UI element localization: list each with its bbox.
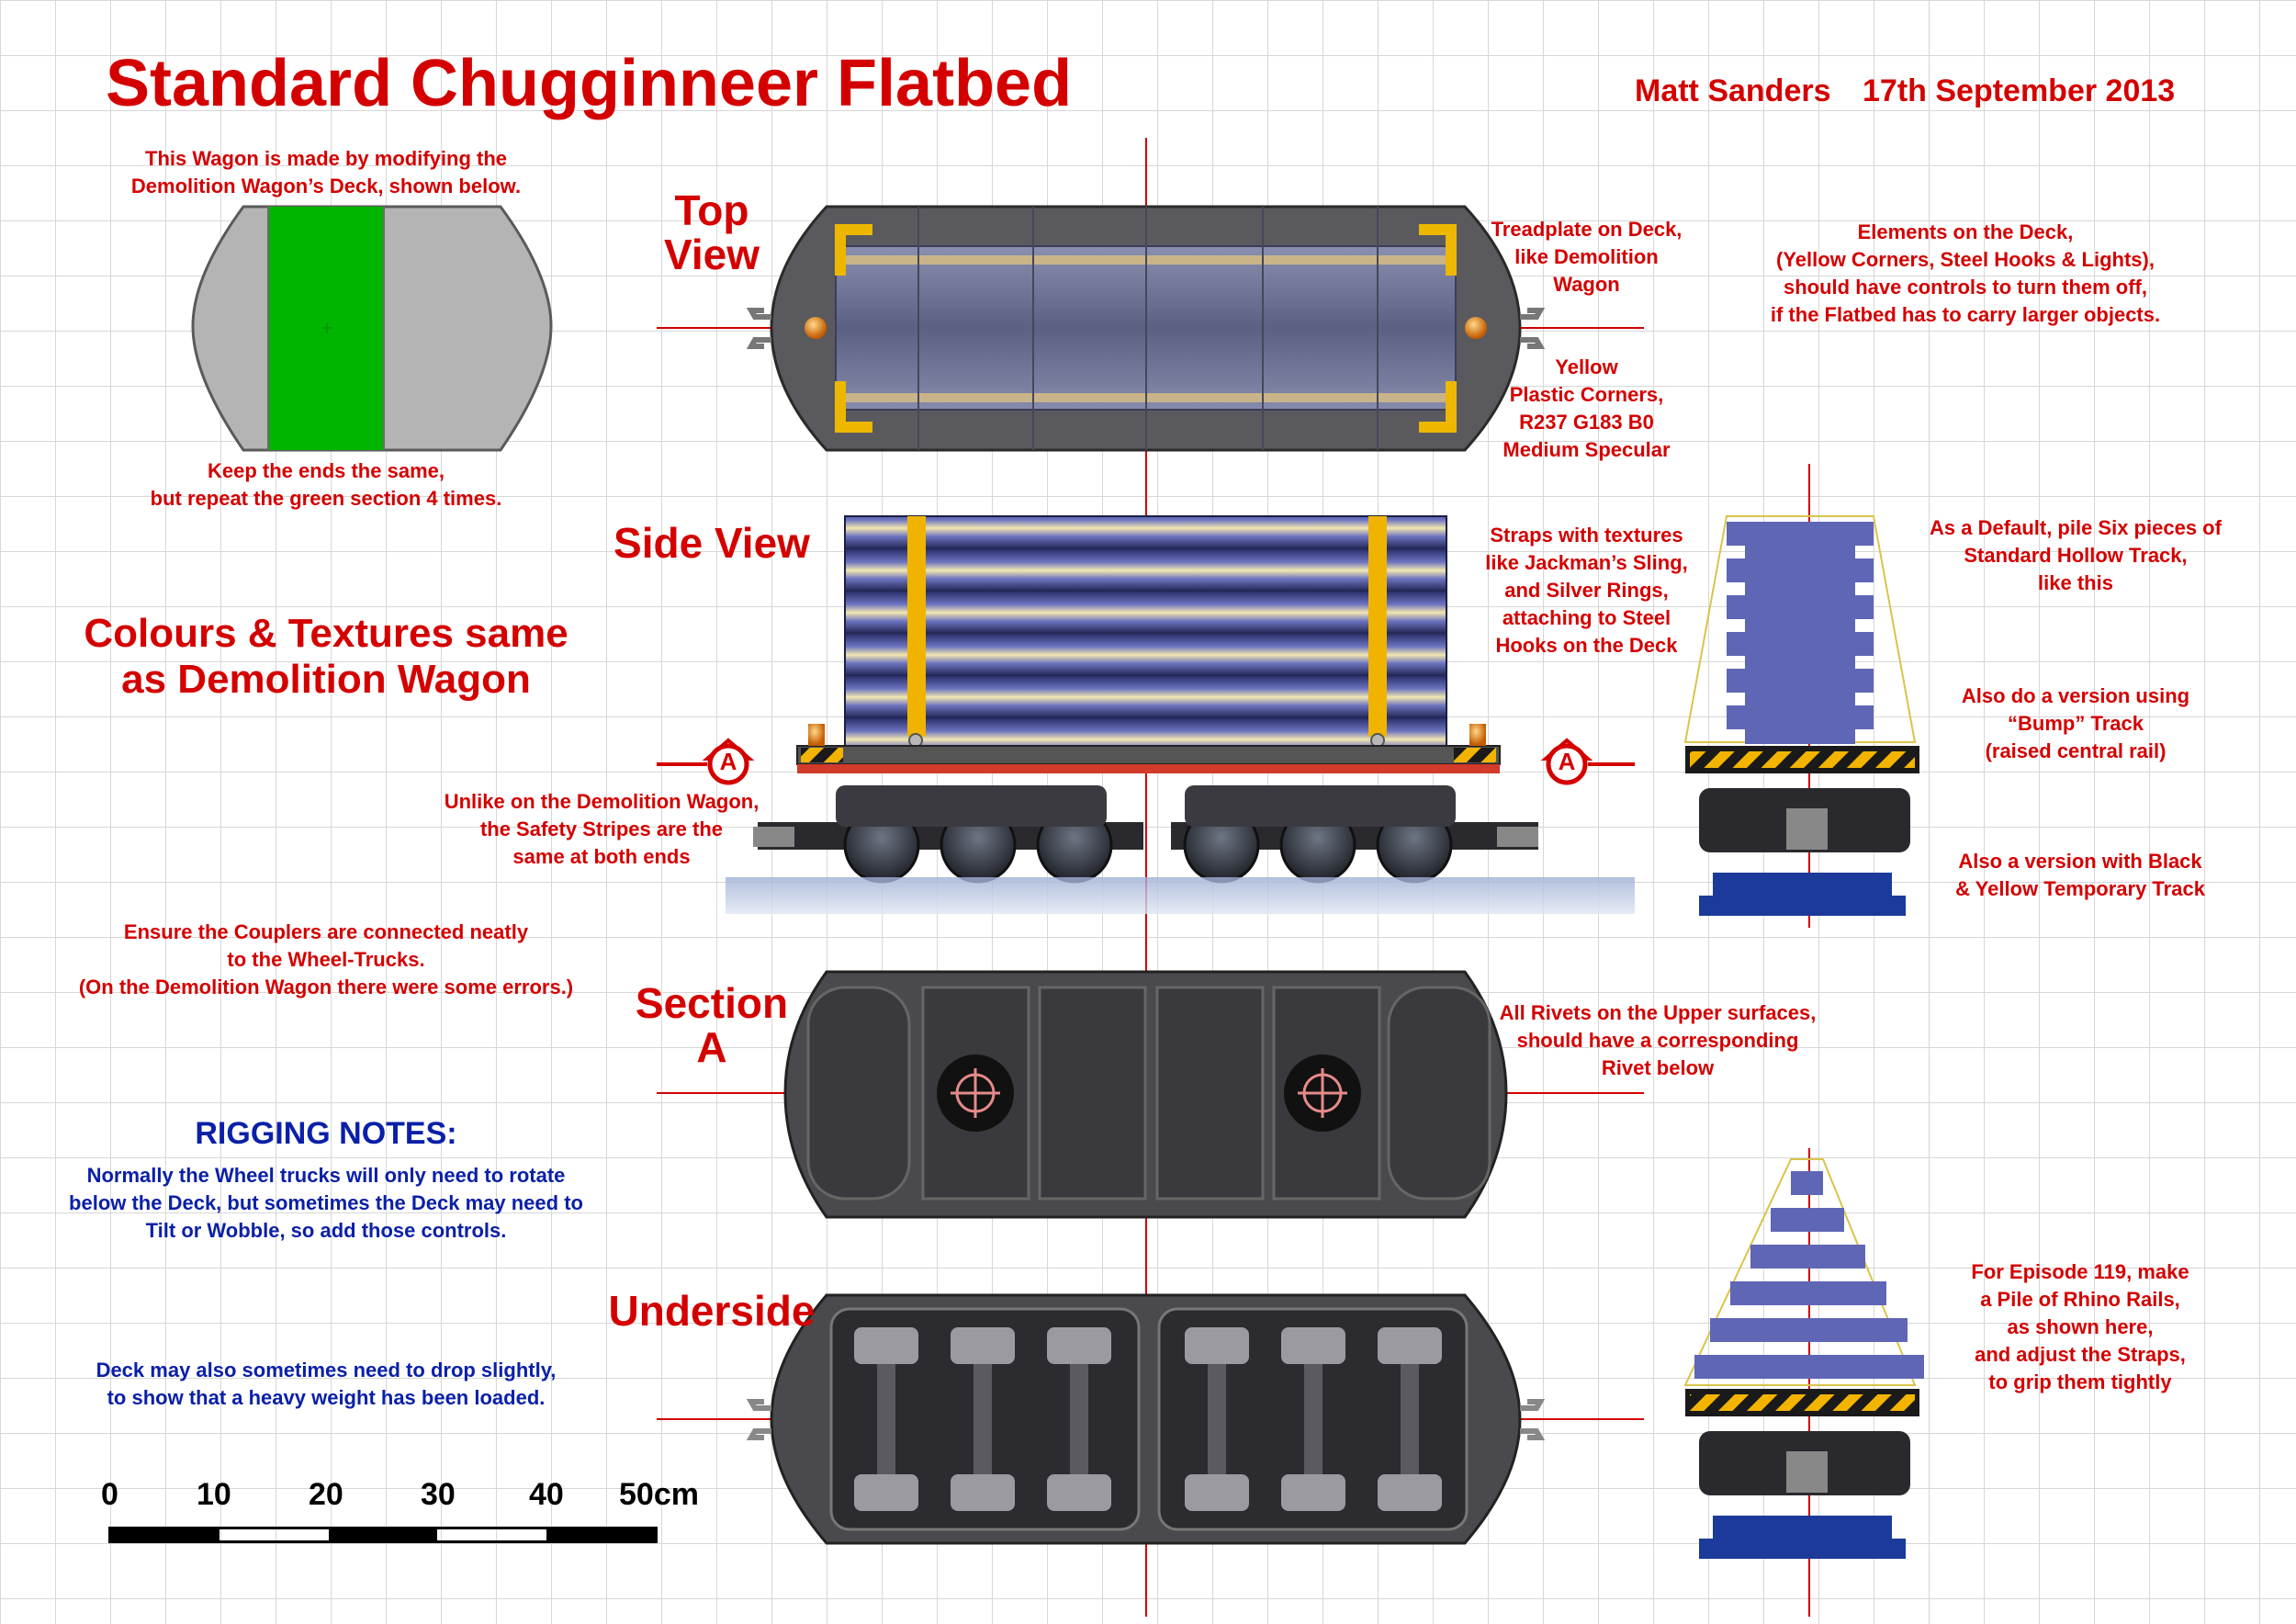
scale-label-10: 10 <box>197 1477 231 1512</box>
rigging-drop-note: Deck may also sometimes need to drop sli… <box>96 1359 557 1409</box>
temporary-track-note: Also a version with Black & Yellow Tempo… <box>1955 850 2205 900</box>
couplers-note: Ensure the Couplers are connected neatly… <box>78 920 574 998</box>
safety-stripes-note: Unlike on the Demolition Wagon, the Safe… <box>444 790 760 868</box>
rigging-rotate-note: Normally the Wheel trucks will only need… <box>69 1164 583 1242</box>
scale-label-0: 0 <box>101 1477 118 1512</box>
scale-label-20: 20 <box>309 1477 343 1512</box>
section-marker-left: A <box>719 748 737 775</box>
scale-label-40: 40 <box>529 1477 564 1512</box>
colours-textures-note: Colours & Textures same as Demolition Wa… <box>84 611 568 702</box>
section-marker-right: A <box>1558 748 1576 775</box>
side-view-illustration <box>657 515 1635 914</box>
page-title: Standard Chugginneer Flatbed <box>106 47 1073 120</box>
keep-ends-note: Keep the ends the same, but repeat the g… <box>150 459 502 510</box>
scale-bar-segments <box>108 1527 658 1543</box>
side-view-heading: Side View <box>613 519 810 567</box>
author-name: Matt Sanders <box>1635 73 1831 108</box>
treadplate-note: Treadplate on Deck, like Demolition Wago… <box>1491 218 1683 296</box>
rhino-rails-pile-illustration <box>1683 1158 1924 1559</box>
intro-note: This Wagon is made by modifying the Demo… <box>130 147 522 197</box>
bump-track-note: Also do a version using “Bump” Track (ra… <box>1961 684 2190 762</box>
end-view-stack-illustration <box>1683 515 1919 916</box>
section-a-heading: Section A <box>635 979 789 1071</box>
straps-note: Straps with textures like Jackman’s Slin… <box>1485 524 1688 657</box>
top-view-heading: Top View <box>664 186 760 278</box>
scale-label-50cm: 50cm <box>619 1477 699 1512</box>
underside-illustration <box>746 1293 1546 1545</box>
date-label: 17th September 2013 <box>1863 73 2176 108</box>
rigging-notes-heading: RIGGING NOTES: <box>195 1116 457 1151</box>
scale-label-30: 30 <box>421 1477 456 1512</box>
episode-119-note: For Episode 119, make a Pile of Rhino Ra… <box>1971 1260 2189 1393</box>
section-a-illustration <box>783 970 1508 1219</box>
default-pile-note: As a Default, pile Six pieces of Standar… <box>1930 516 2222 594</box>
top-view-illustration <box>746 205 1546 452</box>
scale-bar: 0 10 20 30 40 50cm <box>101 1477 699 1551</box>
rivets-note: All Rivets on the Upper surfaces, should… <box>1499 1001 1817 1079</box>
demolition-deck-illustration <box>191 205 553 452</box>
plastic-corners-note: Yellow Plastic Corners, R237 G183 B0 Med… <box>1503 355 1671 461</box>
underside-heading: Underside <box>608 1287 816 1335</box>
deck-elements-note: Elements on the Deck, (Yellow Corners, S… <box>1770 220 2161 326</box>
